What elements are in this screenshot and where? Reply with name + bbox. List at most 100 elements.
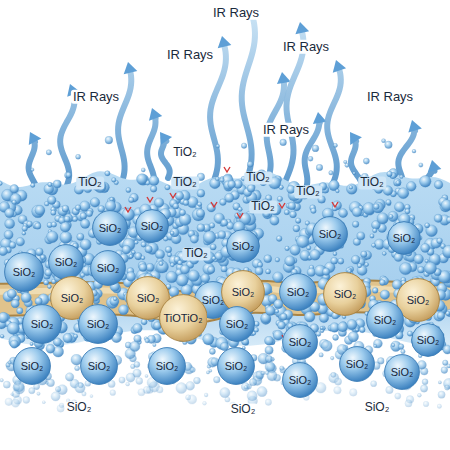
bubble: [316, 331, 321, 336]
bubble: [241, 143, 247, 149]
bubble: [304, 311, 315, 322]
compound-name: SiO₂: [97, 262, 120, 274]
compound-name: SiO₂: [55, 256, 78, 268]
bubble: [4, 230, 13, 239]
bubble: [405, 400, 412, 407]
compound-name: SiO₂: [87, 318, 110, 330]
bubble: [177, 260, 182, 265]
bubble: [267, 371, 277, 381]
bubble: [119, 377, 125, 383]
silica-sphere: SiO₂: [387, 221, 421, 255]
bubble: [203, 401, 207, 405]
silica-sphere: SiO₂: [279, 273, 317, 311]
silica-sphere: SiO₂: [366, 301, 404, 339]
bubble: [380, 277, 388, 285]
bubble: [86, 210, 93, 217]
bubble: [209, 223, 215, 229]
compound-name: SiO₂: [289, 374, 312, 386]
ray-label: IR Rays: [71, 90, 121, 104]
bubble: [60, 222, 70, 232]
tio2-label: TiO₂: [171, 146, 199, 159]
bubble: [190, 235, 198, 243]
bubble: [215, 177, 219, 181]
bubble: [284, 210, 289, 215]
ir-ray: [210, 47, 226, 190]
bubble: [33, 221, 41, 229]
bubble: [135, 253, 142, 260]
bubble: [434, 180, 443, 189]
bubble: [77, 233, 84, 240]
bubble: [134, 240, 138, 244]
bubble: [212, 256, 216, 260]
bubble: [295, 218, 301, 224]
ray-label: IR Rays: [281, 40, 331, 54]
bubble: [322, 268, 329, 275]
bubble: [188, 270, 200, 282]
bubble: [75, 205, 81, 211]
bubble: [346, 184, 357, 195]
silica-sphere: SiO₂: [282, 324, 318, 360]
bubble: [333, 252, 337, 256]
bubble: [0, 378, 4, 382]
compound-name: SiO₂: [21, 360, 44, 372]
red-mark: [125, 207, 131, 212]
bubble: [157, 386, 164, 393]
bubble: [330, 356, 334, 360]
bubble: [334, 387, 342, 395]
ir-ray-head: [295, 22, 309, 34]
bubble: [31, 183, 35, 187]
bubble: [31, 168, 34, 171]
bubble: [377, 213, 388, 224]
bubble: [278, 321, 286, 329]
bubble: [333, 334, 339, 340]
bubble: [126, 187, 131, 192]
bubble: [14, 381, 25, 392]
bubble: [373, 204, 379, 210]
bubble: [273, 272, 284, 283]
sphere-fill: [81, 348, 118, 385]
sphere-fill: [324, 273, 367, 316]
bubble: [165, 185, 170, 190]
bubble: [443, 345, 450, 354]
compound-name: SiO₂: [137, 292, 160, 304]
bubble: [357, 232, 365, 240]
bubble: [129, 255, 133, 259]
bubble: [347, 319, 357, 329]
silica-sphere: SiO₂: [13, 347, 51, 385]
bubble: [126, 272, 135, 281]
sphere-fill: [388, 222, 421, 255]
nanoparticle-bubbles: [0, 136, 450, 412]
bubble: [412, 149, 416, 153]
bubble: [173, 203, 179, 209]
bubble: [183, 200, 189, 206]
ir-ray-head: [277, 72, 291, 84]
bubble: [221, 219, 228, 226]
bubble: [371, 243, 375, 247]
bubble: [441, 367, 448, 374]
bubble: [90, 198, 100, 208]
sphere-fill: [227, 230, 260, 263]
silica-sphere: SiO₂: [219, 306, 255, 342]
silica-sphere: SiO₂: [135, 209, 169, 243]
bubble: [307, 268, 316, 277]
silica-sphere: SiO₂: [411, 323, 445, 357]
silica-sphere: SiO₂: [384, 354, 420, 390]
bubble: [349, 389, 357, 397]
bubble: [247, 184, 255, 192]
bubble: [22, 226, 28, 232]
bubble: [65, 172, 71, 178]
bubble: [145, 338, 150, 343]
bubble: [381, 139, 385, 143]
bubble: [82, 392, 86, 396]
bubble: [255, 267, 263, 275]
bubble: [216, 144, 220, 148]
sio2-label: SiO₂: [363, 401, 392, 414]
bubble: [16, 237, 25, 246]
bubble: [32, 205, 45, 218]
bubble: [30, 342, 33, 345]
bubble: [276, 236, 282, 242]
sphere-fill: [313, 217, 348, 252]
bubble: [265, 362, 275, 372]
bubble: [21, 292, 31, 302]
